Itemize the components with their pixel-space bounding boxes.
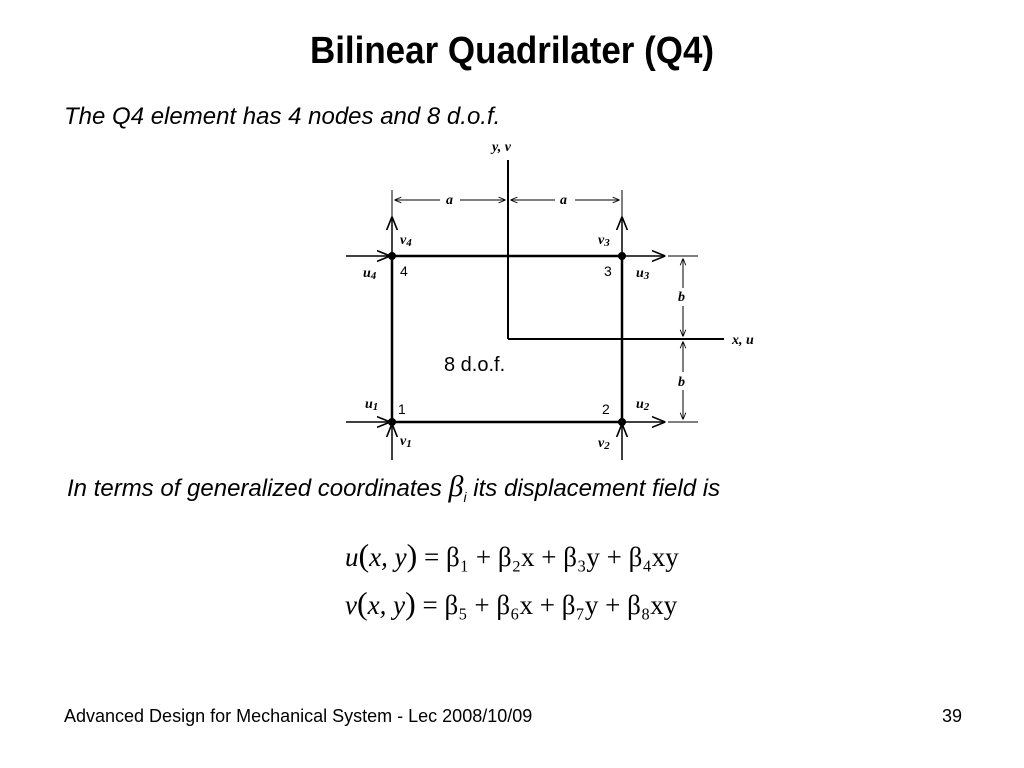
dim-a-label-left: a — [446, 193, 453, 208]
node-1-dot — [388, 418, 396, 426]
node-1-u-label: u1 — [365, 397, 378, 413]
node-1-v-label: v1 — [400, 434, 412, 450]
node-4-v-label: v4 — [400, 233, 412, 249]
equation-v-args: x, y — [367, 590, 406, 620]
dim-b-label-top: b — [678, 290, 685, 305]
node-2-dot — [618, 418, 626, 426]
equation-v: v(x, y) = β₅ + β₆x + β₇y + β₈xy — [345, 585, 678, 621]
node-2-number: 2 — [602, 401, 610, 417]
node-3-dot — [618, 252, 626, 260]
node-3-number: 3 — [604, 263, 612, 279]
dim-a-label-right: a — [560, 193, 567, 208]
node-4-number: 4 — [400, 263, 408, 279]
beta-subscript: i — [463, 488, 467, 505]
slide-title: Bilinear Quadrilater (Q4) — [309, 30, 715, 72]
equation-u-lhs: u — [345, 542, 359, 572]
equation-u-rhs: = β₁ + β₂x + β₃y + β₄xy — [424, 542, 679, 572]
equation-u-args: x, y — [369, 542, 407, 572]
node-2-u-label: u2 — [636, 397, 650, 413]
generalized-coordinates-text: In terms of generalized coordinates βi i… — [67, 470, 720, 505]
node-4-u-label: u4 — [363, 266, 377, 282]
node-3-u-label: u3 — [636, 266, 650, 282]
coords-text-before: In terms of generalized coordinates — [67, 475, 442, 502]
y-axis-label: y, v — [490, 140, 512, 155]
equation-v-rhs: = β₅ + β₆x + β₇y + β₈xy — [422, 590, 678, 620]
equation-u: u(x, y) = β₁ + β₂x + β₃y + β₄xy — [345, 537, 679, 573]
node-1-number: 1 — [398, 401, 406, 417]
slide-footer: Advanced Design for Mechanical System - … — [64, 706, 533, 726]
x-axis-label: x, u — [731, 333, 754, 348]
coords-text-after: its displacement field is — [473, 475, 721, 502]
node-4-dot — [388, 252, 396, 260]
slide-subtitle: The Q4 element has 4 nodes and 8 d.o.f. — [64, 103, 501, 130]
equation-v-lhs: v — [345, 590, 357, 620]
node-2-v-label: v2 — [598, 436, 610, 452]
page-number: 39 — [942, 706, 963, 726]
center-dof-label: 8 d.o.f. — [444, 354, 505, 376]
dim-b-label-bottom: b — [678, 375, 685, 390]
beta-symbol: β — [448, 470, 464, 503]
node-3-v-label: v3 — [598, 233, 610, 249]
